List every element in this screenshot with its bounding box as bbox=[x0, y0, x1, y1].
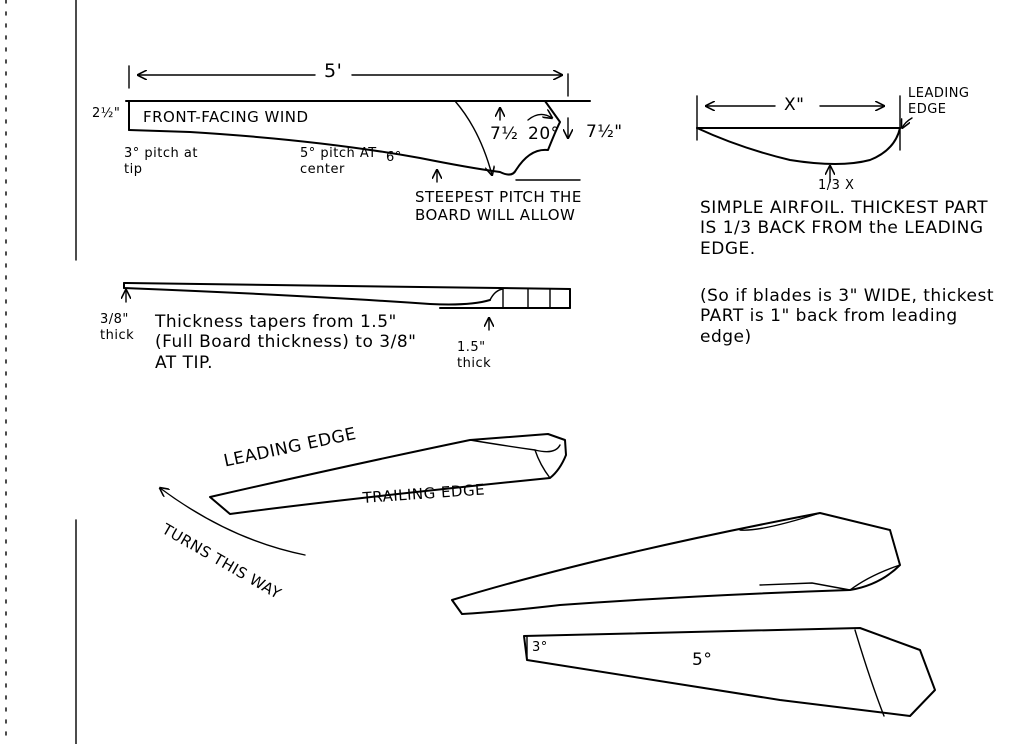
flat-blade-mid-pitch: 5° bbox=[692, 650, 713, 670]
tip-height-label-2: 7½" bbox=[586, 122, 623, 142]
root-width-label: 2½" bbox=[92, 106, 121, 121]
blade-profile-drawing bbox=[125, 65, 591, 183]
pitch-root-label: 6° bbox=[386, 150, 402, 165]
perspective-blade-2-drawing bbox=[451, 512, 901, 615]
thickness-taper-note: Thickness tapers from 1.5" (Full Board t… bbox=[155, 312, 417, 373]
one-third-label: 1/3 X bbox=[818, 178, 855, 193]
thickness-taper-drawing bbox=[124, 282, 571, 331]
front-facing-wind-label: FRONT-FACING WIND bbox=[143, 108, 309, 126]
steepest-pitch-note: STEEPEST PITCH THE BOARD WILL ALLOW bbox=[415, 188, 582, 224]
page-edge-marks bbox=[5, 0, 77, 744]
chord-label: X" bbox=[784, 95, 805, 115]
root-thickness-label: 1.5" thick bbox=[457, 340, 492, 371]
perspective-blade-drawing bbox=[160, 433, 567, 556]
airfoil-cross-section bbox=[696, 95, 913, 183]
pitch-center-label: 5° pitch AT center bbox=[300, 146, 377, 177]
tip-thickness-label: 3/8" thick bbox=[100, 312, 135, 343]
flat-blade-outline bbox=[523, 627, 936, 717]
tip-angle-label: 20° bbox=[528, 124, 560, 144]
blade-length-label: 5' bbox=[324, 60, 343, 82]
airfoil-leading-edge-label: LEADING EDGE bbox=[908, 86, 970, 117]
pitch-tip-label: 3° pitch at tip bbox=[124, 146, 198, 177]
tip-height-label-1: 7½ bbox=[490, 124, 519, 144]
airfoil-note-2: (So if blades is 3" WIDE, thickest PART … bbox=[700, 286, 994, 347]
airfoil-note-1: SIMPLE AIRFOIL. THICKEST PART IS 1/3 BAC… bbox=[700, 198, 989, 259]
flat-blade-tip-pitch: 3° bbox=[532, 640, 548, 655]
